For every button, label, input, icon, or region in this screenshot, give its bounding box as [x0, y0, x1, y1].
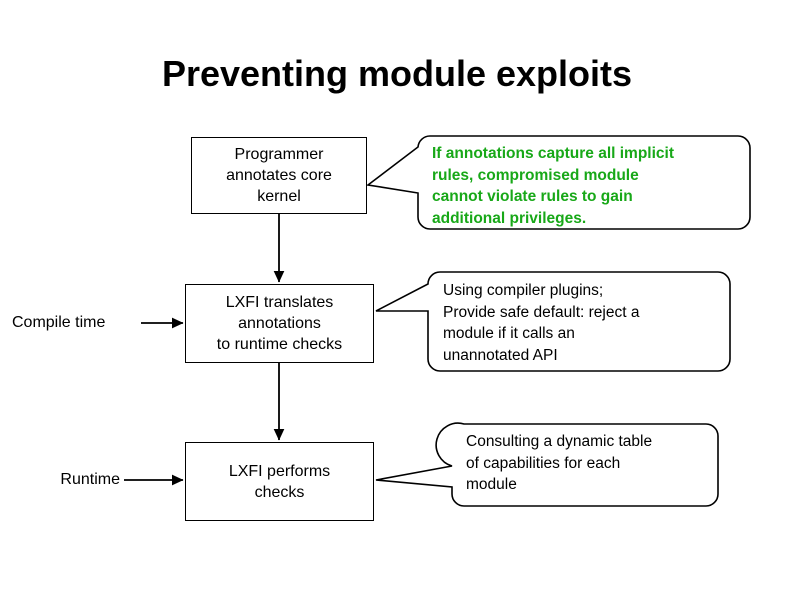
callout-compiler-plugins: Using compiler plugins;Provide safe defa… — [428, 272, 730, 371]
stage-label-runtime: Runtime — [60, 471, 120, 488]
callout-shape-compiler-plugins — [375, 271, 731, 372]
callout-shape-annotations-capture-rules — [366, 135, 751, 230]
callout-text: Using compiler plugins;Provide safe defa… — [443, 282, 640, 364]
page-title: Preventing module exploits — [161, 53, 633, 94]
stage-label-compile-time: Compile time — [12, 314, 106, 331]
callout-shape-dynamic-capability-table — [375, 422, 719, 507]
